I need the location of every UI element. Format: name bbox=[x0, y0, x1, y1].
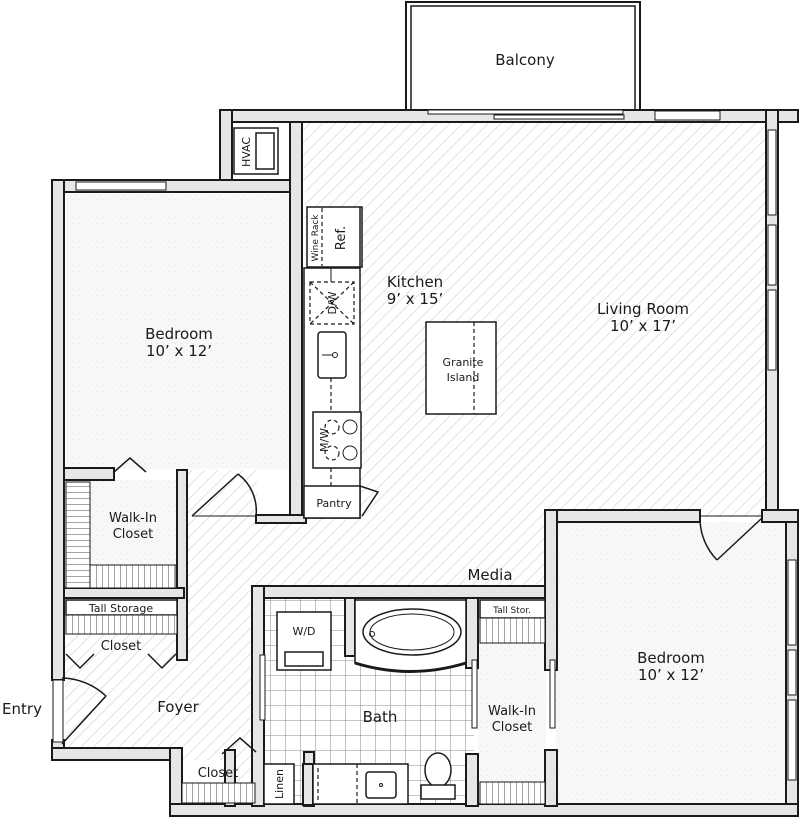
tall-stor-label: Tall Stor. bbox=[492, 606, 531, 616]
walk-in-closet-2: Tall Stor. Walk-In Closet bbox=[479, 599, 546, 805]
granite-island: Granite Island bbox=[425, 321, 497, 415]
foyer-label: Foyer bbox=[157, 698, 199, 716]
hvac-label: HVAC bbox=[240, 137, 253, 167]
walk-in-closet-1: Walk-In Closet bbox=[65, 457, 177, 589]
refrigerator-label: Ref. bbox=[334, 226, 349, 250]
linen-label: Linen bbox=[273, 769, 286, 799]
closet-left-label: Closet bbox=[101, 639, 142, 654]
bedroom-2-label: Bedroom bbox=[637, 649, 705, 667]
island-label-line1: Granite bbox=[443, 356, 484, 369]
balcony: Balcony bbox=[405, 1, 641, 111]
tall-storage: Tall Storage Closet bbox=[65, 599, 178, 670]
kitchen-size: 9’ x 15’ bbox=[387, 290, 444, 308]
bedroom-2-door bbox=[699, 515, 763, 561]
wine-rack-label: Wine Rack bbox=[311, 214, 321, 262]
walk-in-closet-2-line1: Walk-In bbox=[488, 704, 536, 719]
bedroom-2-size: 10’ x 12’ bbox=[638, 666, 704, 684]
tall-storage-label: Tall Storage bbox=[88, 602, 154, 615]
balcony-label: Balcony bbox=[495, 51, 555, 69]
walk-in-closet-1-line1: Walk-In bbox=[109, 511, 157, 526]
walk-in-closet-2-line2: Closet bbox=[492, 720, 533, 735]
living-room-size: 10’ x 17’ bbox=[610, 317, 676, 335]
dishwasher-label: D/W bbox=[326, 291, 339, 314]
bath: W/D Linen Bath bbox=[259, 599, 556, 806]
pantry-label: Pantry bbox=[316, 497, 352, 510]
microwave-label: M/W bbox=[318, 428, 331, 452]
foyer-closet: Closet bbox=[181, 737, 257, 804]
bedroom-1-size: 10’ x 12’ bbox=[146, 342, 212, 360]
bath-label: Bath bbox=[363, 708, 398, 726]
living-room-label: Living Room bbox=[597, 300, 689, 318]
walk-in-closet-1-line2: Closet bbox=[113, 527, 154, 542]
kitchen-fixtures: Wine Rack Ref. D/W M/W Pantry bbox=[303, 206, 380, 519]
bedroom-1-door bbox=[191, 473, 258, 517]
washer-dryer-label: W/D bbox=[292, 625, 315, 638]
kitchen-label: Kitchen bbox=[387, 273, 443, 291]
bedroom-1-label: Bedroom bbox=[145, 325, 213, 343]
entry-label: Entry bbox=[2, 700, 42, 718]
island-label-line2: Island bbox=[447, 371, 480, 384]
hvac-unit: HVAC bbox=[233, 127, 279, 175]
windows bbox=[52, 109, 797, 781]
media-label: Media bbox=[467, 566, 512, 584]
closet-foyer-label: Closet bbox=[198, 766, 239, 781]
entry-door bbox=[61, 677, 107, 745]
